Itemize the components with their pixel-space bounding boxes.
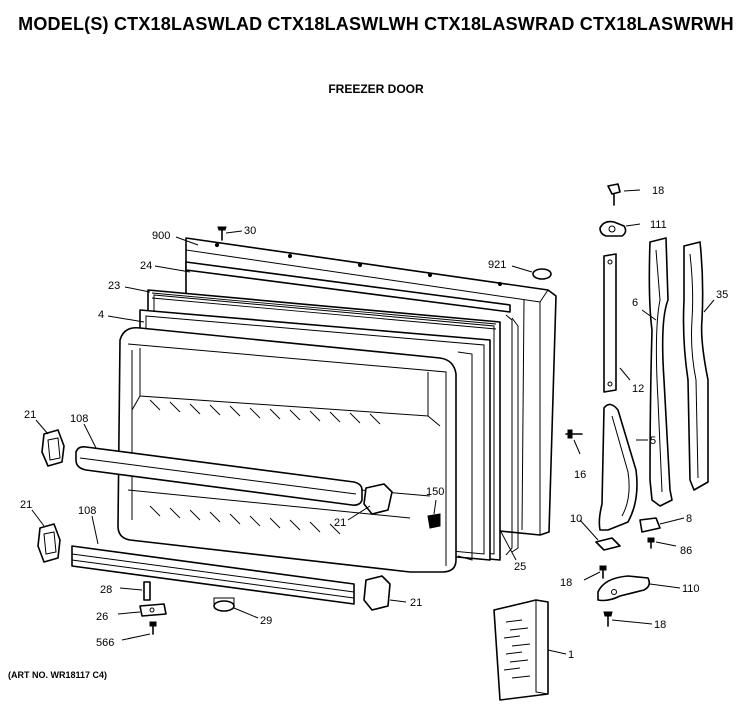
callout-108-b: 108: [78, 505, 96, 517]
callout-29: 29: [260, 615, 272, 627]
rack-end-cap-1: [41, 429, 65, 467]
bushing-10: [595, 537, 621, 551]
callout-21-c: 21: [20, 499, 32, 511]
callout-10: 10: [570, 513, 582, 525]
callout-labels: 900 30 24 23 4 921 18 111 6 35 12 5 16 2…: [20, 185, 728, 661]
callout-21-a: 21: [24, 409, 36, 421]
callout-35: 35: [716, 289, 728, 301]
callout-5: 5: [650, 435, 656, 447]
part-28: [143, 581, 151, 601]
hinge-strap: [603, 253, 617, 393]
screw-16: [565, 429, 583, 439]
callout-18-bottom: 18: [654, 619, 666, 631]
model-line: MODEL(S) CTX18LASWLAD CTX18LASWLWH CTX18…: [18, 14, 734, 34]
callout-900: 900: [152, 230, 170, 242]
handle-trim: [682, 241, 709, 491]
part-150: [427, 513, 441, 529]
parts-card: [493, 599, 549, 701]
door-dike: [185, 261, 511, 313]
callout-111: 111: [650, 219, 667, 231]
callout-1: 1: [568, 649, 574, 661]
callout-108-a: 108: [70, 413, 88, 425]
bumper-29: [213, 597, 235, 612]
callout-18-top: 18: [652, 185, 664, 197]
diagram-subtitle: FREEZER DOOR: [328, 82, 424, 96]
callout-12: 12: [632, 383, 644, 395]
callout-30: 30: [244, 225, 256, 237]
screw-18-top: [607, 183, 621, 206]
callout-566: 566: [96, 637, 114, 649]
part-26: [139, 603, 167, 617]
callout-18-mid: 18: [560, 577, 572, 589]
door-handle: [648, 237, 673, 507]
callout-26: 26: [96, 611, 108, 623]
screw-86: [647, 537, 655, 549]
callout-21-b: 21: [334, 517, 346, 529]
door-liner: [117, 326, 457, 573]
callout-6: 6: [632, 297, 638, 309]
callout-24: 24: [140, 260, 152, 272]
screw-30: [217, 226, 227, 241]
callout-25: 25: [514, 561, 526, 573]
callout-8: 8: [686, 513, 692, 525]
hinge-pin-111: [599, 220, 627, 237]
callout-86: 86: [680, 545, 692, 557]
rack-end-cap-3: [363, 483, 393, 515]
screw-18-bottom: [603, 611, 613, 627]
callout-16: 16: [574, 469, 586, 481]
screw-566: [149, 621, 157, 635]
screw-18-mid: [599, 565, 607, 579]
hinge-110: [597, 575, 651, 602]
plug-921: [532, 268, 552, 280]
callout-4: 4: [98, 309, 104, 321]
callout-921: 921: [488, 259, 506, 271]
door-rack-lower: [71, 545, 355, 605]
leader-lines: [31, 189, 715, 655]
rack-end-cap-2: [37, 523, 61, 563]
handle-cap: [598, 403, 638, 531]
part-8: [639, 517, 661, 533]
callout-110: 110: [682, 583, 700, 595]
callout-21-d: 21: [410, 597, 422, 609]
rack-end-cap-4: [363, 575, 391, 611]
callout-150: 150: [426, 486, 444, 498]
door-rack-upper: [75, 446, 363, 506]
callout-23: 23: [108, 280, 120, 292]
callout-28: 28: [100, 584, 112, 596]
art-number: (ART NO. WR18117 C4): [8, 670, 108, 680]
